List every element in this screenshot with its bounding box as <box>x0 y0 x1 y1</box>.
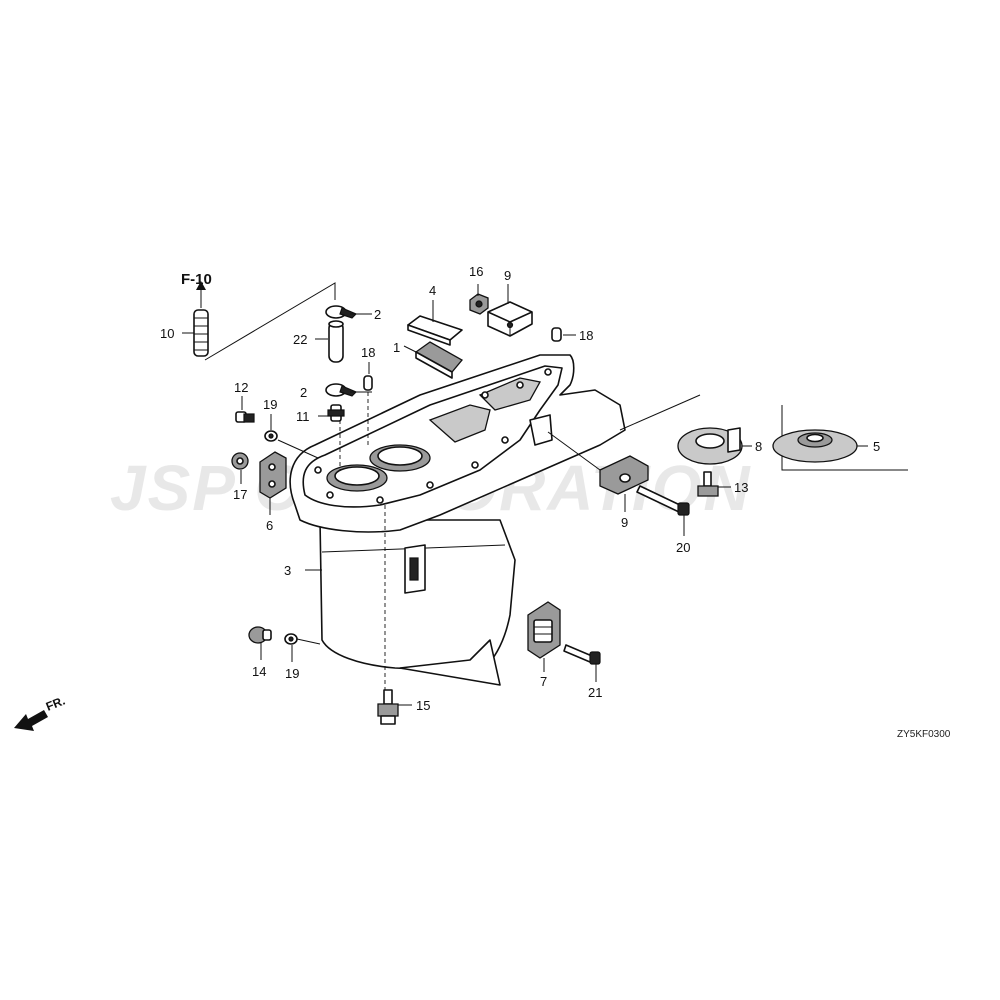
part-12-bolt <box>235 411 255 423</box>
part-22-tube <box>328 320 344 363</box>
part-18-pin-right <box>551 327 562 342</box>
callout-1: 1 <box>393 340 400 355</box>
part-2-upper-clip <box>325 305 358 319</box>
callout-18-right: 18 <box>579 328 593 343</box>
callout-11: 11 <box>296 409 310 424</box>
callout-20: 20 <box>676 540 690 555</box>
callout-19-upper: 19 <box>263 397 277 412</box>
part-20-long-bolt <box>636 485 690 516</box>
part-9-upper-anode <box>487 301 533 337</box>
callout-21: 21 <box>588 685 602 700</box>
callout-5: 5 <box>873 439 880 454</box>
callout-22: 22 <box>293 332 307 347</box>
gear-case-body <box>289 354 626 686</box>
callout-10: 10 <box>160 326 174 341</box>
callout-12: 12 <box>234 380 248 395</box>
part-10-grommet <box>193 309 209 357</box>
part-17-nut <box>231 452 249 470</box>
part-14-plug <box>248 626 272 644</box>
callout-6: 6 <box>266 518 273 533</box>
callout-2-upper: 2 <box>374 307 381 322</box>
callout-18-left: 18 <box>361 345 375 360</box>
callout-16: 16 <box>469 264 483 279</box>
part-2-lower-clip <box>325 383 358 397</box>
callout-4: 4 <box>429 283 436 298</box>
front-direction-arrow-icon <box>14 710 48 731</box>
callout-7: 7 <box>540 674 547 689</box>
callout-17: 17 <box>233 487 247 502</box>
part-13-bolt <box>697 471 719 497</box>
part-6-plate <box>259 451 287 499</box>
callout-19-lower: 19 <box>285 666 299 681</box>
part-7-plate <box>527 601 561 659</box>
part-5-anode-disc <box>772 429 858 463</box>
callout-9-upper: 9 <box>504 268 511 283</box>
part-11-fitting <box>327 404 345 422</box>
callout-9-lower: 9 <box>621 515 628 530</box>
part-16-nut <box>469 293 489 315</box>
diagram-code: ZY5KF0300 <box>897 729 951 740</box>
callout-8: 8 <box>755 439 762 454</box>
part-9-lower-anode <box>599 455 649 495</box>
reference-f10: F-10 <box>181 271 212 288</box>
callout-3: 3 <box>284 563 291 578</box>
part-18-pin-left <box>363 375 373 391</box>
callout-14: 14 <box>252 664 266 679</box>
part-21-bolt <box>563 644 601 665</box>
part-15-drain-bolt <box>377 689 399 725</box>
callout-15: 15 <box>416 698 430 713</box>
part-8-anode-disc <box>677 427 743 465</box>
callout-2-lower: 2 <box>300 385 307 400</box>
front-direction-label: FR. <box>44 694 67 714</box>
up-arrow-icon <box>196 281 206 290</box>
callout-13: 13 <box>734 480 748 495</box>
